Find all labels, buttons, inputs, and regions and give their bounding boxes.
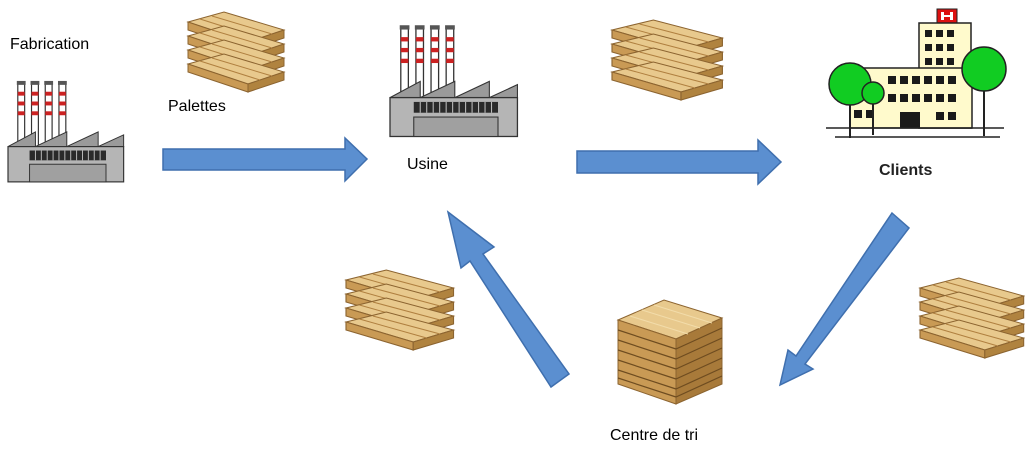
arrow-usine-to-clients <box>576 138 783 186</box>
label-clients: Clients <box>879 162 933 179</box>
pallet-pile-icon <box>616 299 724 405</box>
arrow-clients-to-centre-de-tri <box>778 211 911 387</box>
fabrication-factory-icon <box>7 80 125 183</box>
label-centre-de-tri: Centre de tri <box>610 427 699 444</box>
usine-factory-icon <box>389 24 519 138</box>
pallet-stack-icon <box>919 277 1025 359</box>
arrow-fabrication-to-usine <box>162 136 369 183</box>
pallet-stack-icon <box>345 269 455 351</box>
pallet-stack-icon <box>187 11 285 93</box>
label-usine: Usine <box>407 156 448 173</box>
arrow-centre-de-tri-to-usine <box>446 210 571 389</box>
label-palettes: Palettes <box>168 98 226 115</box>
label-fabrication: Fabrication <box>10 36 90 53</box>
building-icon <box>826 8 1007 138</box>
pallet-stack-icon <box>611 19 723 101</box>
